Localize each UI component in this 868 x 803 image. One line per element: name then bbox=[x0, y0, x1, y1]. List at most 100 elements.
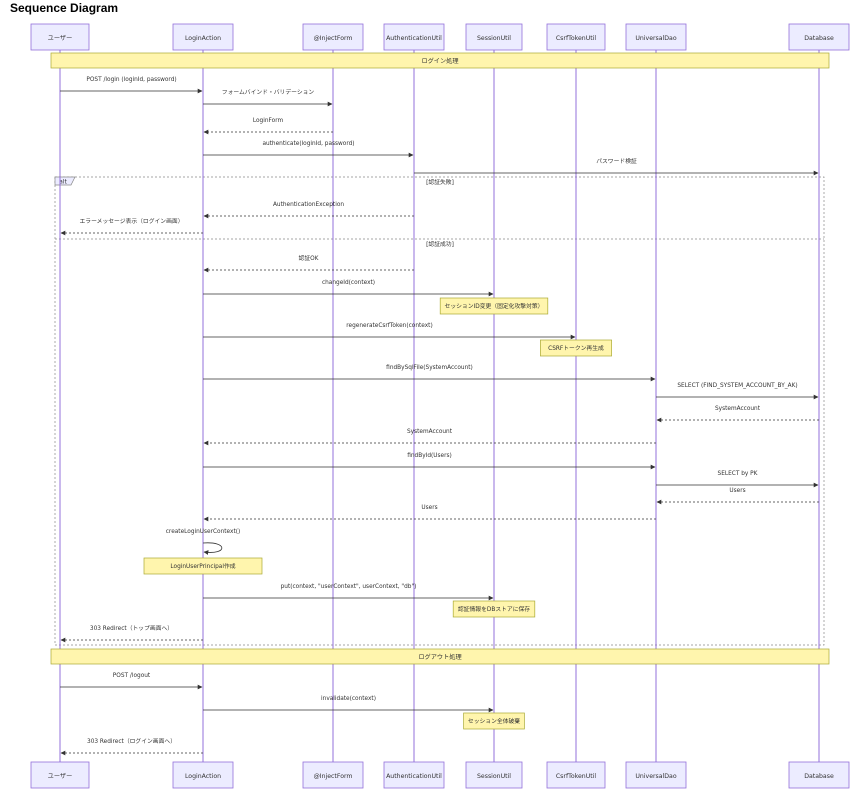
page-title: Sequence Diagram bbox=[10, 1, 119, 15]
participant-label: UniversalDao bbox=[635, 35, 676, 42]
message-label: 303 Redirect（トップ画面へ） bbox=[90, 625, 173, 632]
message-3: LoginForm bbox=[203, 118, 333, 135]
participant-box bbox=[788, 761, 850, 789]
message-6: AuthenticationException bbox=[203, 202, 414, 219]
participant-box bbox=[546, 761, 606, 789]
message-8: 認証OK bbox=[203, 254, 414, 273]
participant-box bbox=[465, 23, 523, 51]
section-label: ログイン処理 bbox=[421, 57, 458, 65]
message-label: 303 Redirect（ログイン画面へ） bbox=[87, 737, 176, 745]
participant-box bbox=[302, 23, 364, 51]
message-17: Users bbox=[656, 488, 819, 505]
message-11: findBySqlFile(SystemAccount) bbox=[203, 365, 656, 382]
participant-box bbox=[30, 761, 90, 789]
note: LoginUserPrincipal作成 bbox=[143, 557, 263, 575]
participant-auth_util-top: AuthenticationUtil bbox=[383, 23, 445, 51]
participant-label: LoginAction bbox=[185, 773, 221, 780]
participant-label: ユーザー bbox=[48, 773, 73, 780]
message-22: invalidate(context) bbox=[203, 696, 494, 713]
message-9: changeId(context) bbox=[203, 280, 494, 297]
note-text: 認証情報をDBストアに保存 bbox=[458, 605, 530, 613]
alt-label: alt bbox=[59, 180, 67, 186]
participant-inject_form-top: @InjectForm bbox=[302, 23, 364, 51]
participant-csrf_util-bottom: CsrfTokenUtil bbox=[546, 761, 606, 789]
participant-universal_dao-bottom: UniversalDao bbox=[625, 761, 687, 789]
self-arrow bbox=[202, 542, 223, 555]
participant-box bbox=[172, 23, 234, 51]
message-4: authenticate(loginId, password) bbox=[203, 141, 414, 158]
participant-label: @InjectForm bbox=[314, 772, 353, 780]
message-label: LoginForm bbox=[253, 118, 284, 124]
participant-label: @InjectForm bbox=[314, 34, 353, 42]
participant-label: LoginAction bbox=[185, 35, 221, 42]
message-label: AuthenticationException bbox=[273, 202, 344, 208]
message-7: エラーメッセージ表示（ログイン画面） bbox=[60, 217, 203, 236]
message-label: フォームバインド・バリデーション bbox=[222, 88, 315, 96]
alt-condition: [認証失敗] bbox=[426, 178, 454, 186]
participant-box bbox=[788, 23, 850, 51]
section-note: ログイン処理 bbox=[50, 52, 830, 69]
participant-label: Database bbox=[804, 35, 834, 42]
message-label: POST /login (loginId, password) bbox=[86, 77, 176, 83]
note: セッションID変更（固定化攻撃対策） bbox=[439, 297, 549, 315]
message-20: 303 Redirect（トップ画面へ） bbox=[60, 625, 203, 643]
message-label: authenticate(loginId, password) bbox=[262, 141, 354, 147]
message-label: invalidate(context) bbox=[321, 696, 376, 702]
message-13: SystemAccount bbox=[656, 406, 819, 423]
section-label: ログアウト処理 bbox=[418, 653, 461, 661]
participant-database-bottom: Database bbox=[788, 761, 850, 789]
alt-else-condition: [認証成功] bbox=[426, 240, 454, 248]
participant-box bbox=[546, 23, 606, 51]
message-2: フォームバインド・バリデーション bbox=[203, 88, 333, 107]
participant-label: UniversalDao bbox=[635, 773, 676, 780]
participant-box bbox=[465, 761, 523, 789]
section-note: ログアウト処理 bbox=[50, 648, 830, 665]
participant-box bbox=[625, 23, 687, 51]
message-label: findBySqlFile(SystemAccount) bbox=[386, 365, 473, 371]
participant-login_action-bottom: LoginAction bbox=[172, 761, 234, 789]
participant-user-bottom: ユーザー bbox=[30, 761, 90, 789]
message-label: createLoginUserContext() bbox=[166, 529, 241, 535]
message-1: POST /login (loginId, password) bbox=[60, 77, 203, 94]
alt-frame bbox=[54, 176, 825, 646]
participant-box bbox=[30, 23, 90, 51]
message-label: SystemAccount bbox=[715, 406, 761, 412]
participant-session_util-bottom: SessionUtil bbox=[465, 761, 523, 789]
message-label: SELECT (FIND_SYSTEM_ACCOUNT_BY_AK) bbox=[677, 383, 797, 389]
message-14: SystemAccount bbox=[203, 429, 656, 446]
message-21: POST /logout bbox=[60, 673, 203, 690]
message-23: 303 Redirect（ログイン画面へ） bbox=[60, 737, 203, 756]
note-text: セッションID変更（固定化攻撃対策） bbox=[445, 302, 544, 310]
message-18: Users bbox=[203, 505, 656, 522]
message-label: regenerateCsrfToken(context) bbox=[346, 323, 432, 329]
participant-label: Database bbox=[804, 773, 834, 780]
message-label: put(context, "userContext", userContext,… bbox=[281, 584, 417, 590]
participant-label: SessionUtil bbox=[477, 35, 511, 42]
message-label: Users bbox=[729, 488, 745, 494]
participant-user-top: ユーザー bbox=[30, 23, 90, 51]
participant-session_util-top: SessionUtil bbox=[465, 23, 523, 51]
message-label: SystemAccount bbox=[407, 429, 453, 435]
participant-label: CsrfTokenUtil bbox=[556, 35, 597, 42]
message-label: SELECT by PK bbox=[718, 471, 758, 477]
message-label: findById(Users) bbox=[407, 453, 452, 459]
message-12: SELECT (FIND_SYSTEM_ACCOUNT_BY_AK) bbox=[656, 383, 819, 400]
message-label: パスワード検証 bbox=[596, 157, 637, 165]
note-text: CSRFトークン再生成 bbox=[548, 344, 604, 352]
note: 認証情報をDBストアに保存 bbox=[452, 600, 536, 618]
message-label: Users bbox=[421, 505, 437, 511]
participant-label: ユーザー bbox=[48, 35, 73, 42]
participant-inject_form-bottom: @InjectForm bbox=[302, 761, 364, 789]
participant-label: CsrfTokenUtil bbox=[556, 773, 597, 780]
participant-csrf_util-top: CsrfTokenUtil bbox=[546, 23, 606, 51]
participant-box bbox=[172, 761, 234, 789]
note-text: セッション全体破棄 bbox=[468, 717, 520, 725]
participant-universal_dao-top: UniversalDao bbox=[625, 23, 687, 51]
message-15: findById(Users) bbox=[203, 453, 656, 470]
note: セッション全体破棄 bbox=[463, 712, 525, 730]
message-19: put(context, "userContext", userContext,… bbox=[203, 584, 494, 601]
participant-label: SessionUtil bbox=[477, 773, 511, 780]
message-16: SELECT by PK bbox=[656, 471, 819, 488]
message-label: POST /logout bbox=[113, 673, 151, 679]
participant-label: AuthenticationUtil bbox=[386, 773, 442, 780]
